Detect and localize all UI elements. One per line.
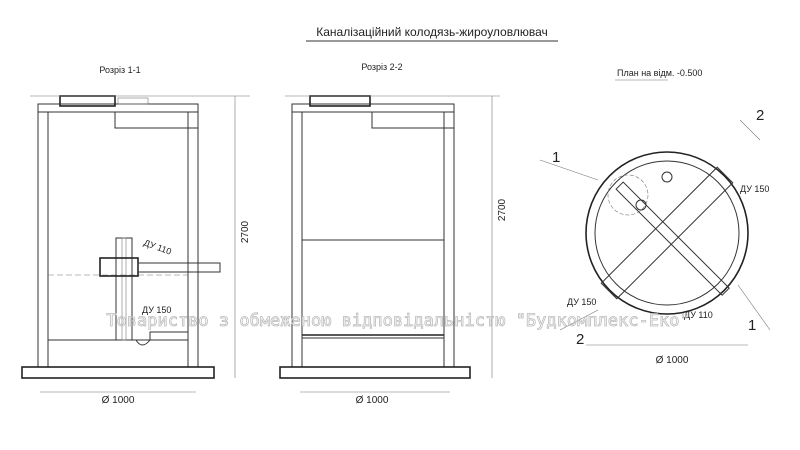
outlet-pipe [135, 331, 188, 346]
fitting-mid [635, 199, 647, 211]
cover-ring [37, 103, 199, 113]
pipe-outlet-label: ДУ 150 [142, 305, 171, 315]
diameter-dim: Ø 1000 [102, 395, 135, 406]
diameter-dim: Ø 1000 [356, 395, 389, 406]
base-slab [279, 366, 471, 379]
top-slab [114, 111, 199, 129]
gravel-bed [47, 339, 189, 368]
plan-pipe-inlet: ДУ 110 [684, 310, 713, 320]
top-slab [371, 111, 455, 129]
cut-1-bottom: 1 [748, 317, 756, 334]
cut-1-top: 1 [552, 149, 560, 166]
cut-2-bottom: 2 [576, 331, 584, 348]
section-1-label: Розріз 1-1 [99, 65, 140, 75]
cut-line-2 [739, 119, 761, 141]
cut-line-1b [737, 284, 771, 331]
plan-pipe-outlet-left: ДУ 150 [567, 297, 596, 307]
inlet-pipe [137, 262, 221, 273]
plan-diameter-dim: Ø 1000 [656, 355, 689, 366]
cut-line-1 [539, 159, 599, 181]
inlet-pipe [615, 181, 730, 296]
section-2-2: Розріз 2-2 2700 Ø 1000 [279, 62, 508, 406]
section-1-1: Розріз 1-1 ДУ 110 ДУ 150 2700 Ø 1000 [21, 65, 251, 406]
plan-view: План на відм. -0.500 1 2 1 2 ДУ 150 ДУ 1… [539, 68, 771, 366]
plan-pipe-outlet-top: ДУ 150 [740, 184, 769, 194]
left-wall [37, 111, 49, 368]
base-slab [21, 366, 215, 379]
baffle-inner [121, 237, 127, 341]
gravel-bed [301, 337, 445, 368]
pipe-inlet-label: ДУ 110 [142, 237, 172, 256]
cut-2-top: 2 [756, 107, 764, 124]
manhole-outline [607, 174, 649, 216]
inner-wall [594, 160, 740, 306]
section-2-label: Розріз 2-2 [361, 62, 402, 72]
plan-label: План на відм. -0.500 [617, 68, 702, 78]
fitting-top [661, 171, 673, 183]
height-dim: 2700 [240, 220, 251, 243]
cover-ring [291, 103, 455, 113]
outer-wall [585, 151, 749, 315]
cover-fill [117, 97, 149, 105]
baffle-wall [600, 166, 734, 300]
height-dim: 2700 [497, 198, 508, 221]
watermark: Товариство з обмеженою відповідальністю … [106, 311, 689, 331]
drawing-title: Каналізаційний колодязь-жироуловлювач [316, 25, 548, 39]
cut-line-2b [559, 309, 599, 331]
